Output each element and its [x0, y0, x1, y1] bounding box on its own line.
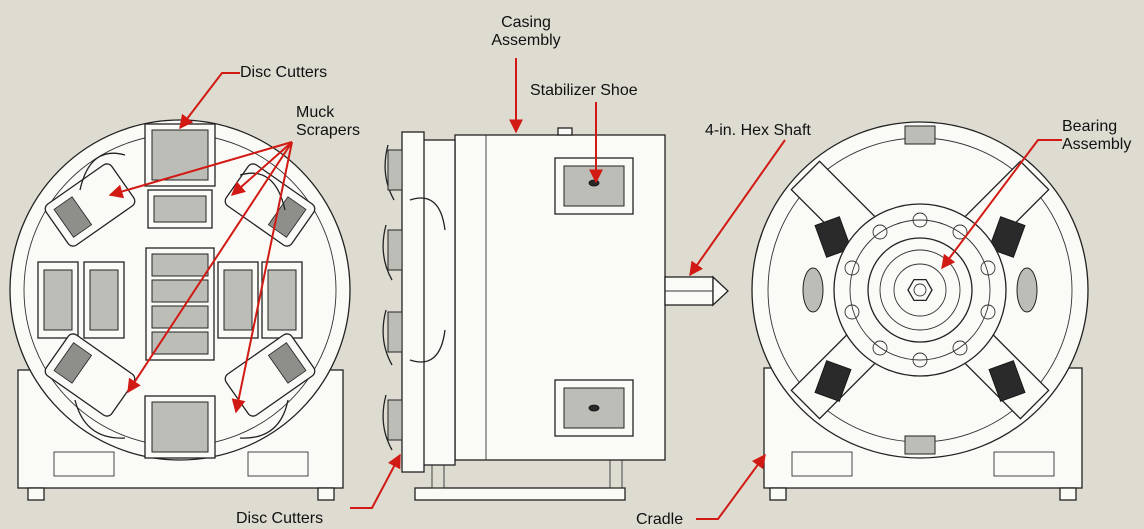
arrow-muck-scraper-4	[231, 141, 293, 414]
arrow-bearing	[941, 139, 1062, 270]
arrow-hex-shaft	[689, 139, 786, 277]
label-cradle: Cradle	[636, 511, 684, 528]
arrow-muck-scraper-2	[230, 141, 293, 196]
arrow-disc-cutters-bottom	[350, 453, 401, 509]
cutterhead-front-view	[9, 119, 351, 501]
label-casing-line2: Assembly	[491, 32, 561, 49]
label-hex-shaft: 4-in. Hex Shaft	[705, 122, 811, 139]
label-muck-scrapers: Muck Scrapers	[296, 104, 360, 140]
label-casing-line1: Casing	[501, 14, 551, 31]
label-bearing-line1: Bearing	[1062, 118, 1118, 135]
label-bearing-line2: Assembly	[1062, 136, 1132, 153]
arrow-disc-cutters-top	[179, 72, 240, 130]
label-stabilizer-shoe: Stabilizer Shoe	[530, 82, 638, 99]
label-muck-line2: Scrapers	[296, 122, 361, 139]
side-view	[382, 127, 729, 501]
arrow-muck-scraper-3	[127, 141, 293, 394]
label-disc-cutters-bottom: Disc Cutters	[236, 510, 324, 527]
rear-view	[751, 121, 1089, 501]
arrow-muck-scraper-1	[108, 141, 293, 199]
arrow-cradle	[696, 453, 766, 520]
label-muck-line1: Muck	[296, 104, 335, 121]
label-casing-assembly: Casing Assembly	[476, 14, 576, 50]
label-bearing-assembly: Bearing Assembly	[1062, 118, 1131, 154]
callout-arrows	[108, 58, 1062, 520]
label-disc-cutters-top: Disc Cutters	[240, 64, 328, 81]
